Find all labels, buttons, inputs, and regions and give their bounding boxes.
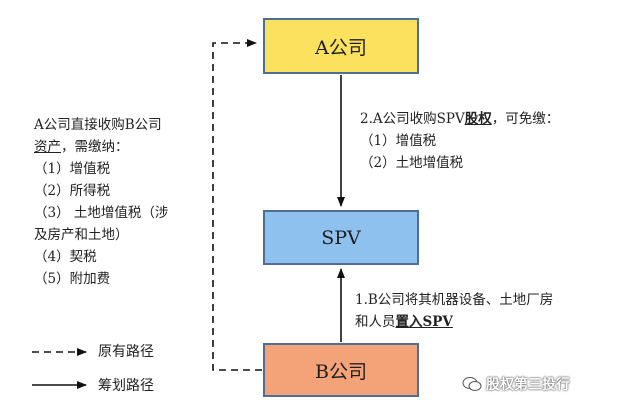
right1-prefix: 和人员 xyxy=(355,314,396,330)
right1-line-1: 1.B公司将其机器设备、土地厂房 xyxy=(355,292,554,308)
assets-underlined: 资产 xyxy=(34,139,61,155)
company-a-box: A公司 xyxy=(263,18,419,74)
spv-box: SPV xyxy=(263,210,419,265)
equity-underlined: 股权 xyxy=(464,111,492,127)
wechat-icon xyxy=(462,377,482,391)
spv-label: SPV xyxy=(321,226,361,249)
company-b-label: B公司 xyxy=(315,360,367,383)
asset-injection-note: 1.B公司将其机器设备、土地厂房 和人员置入SPV xyxy=(355,289,553,333)
watermark-text: 股权第三投行 xyxy=(486,377,570,393)
tax-item: （1）增值税 xyxy=(34,161,111,177)
left-line-1: A公司直接收购B公司 xyxy=(34,117,162,133)
inject-spv-bold: 置入SPV xyxy=(395,314,453,330)
exempt-item: （2）土地增值税 xyxy=(360,155,464,171)
left-line-2: 资产，需缴纳： xyxy=(34,136,168,158)
direct-acquisition-note: A公司直接收购B公司 资产，需缴纳： （1）增值税 （2）所得税 （3） 土地增… xyxy=(34,114,168,290)
company-a-label: A公司 xyxy=(315,36,367,59)
right2-line-1: 2.A公司收购SPV股权，可免缴： xyxy=(360,108,559,130)
tax-item: （5）附加费 xyxy=(34,271,111,287)
tax-item: （2）所得税 xyxy=(34,183,111,199)
tax-item: 及房产和土地） xyxy=(34,227,129,243)
exempt-item: （1）增值税 xyxy=(360,133,437,149)
tax-item: （3） 土地增值税（涉 xyxy=(34,205,169,221)
original-path-line xyxy=(212,39,262,371)
legend-original-label: 原有路径 xyxy=(98,344,154,360)
legend-planned-label: 筹划路径 xyxy=(98,378,154,394)
right2-prefix: 2.A公司收购SPV xyxy=(360,111,465,127)
right2-suffix: ，可免缴： xyxy=(491,111,560,127)
tax-item: （4）契税 xyxy=(34,249,97,265)
right1-line-2: 和人员置入SPV xyxy=(355,311,553,333)
left-line-2-rest: ，需缴纳： xyxy=(61,139,129,155)
watermark: 股权第三投行 xyxy=(462,374,570,394)
company-b-box: B公司 xyxy=(263,343,419,397)
equity-acquisition-note: 2.A公司收购SPV股权，可免缴： （1）增值税 （2）土地增值税 xyxy=(360,108,559,174)
